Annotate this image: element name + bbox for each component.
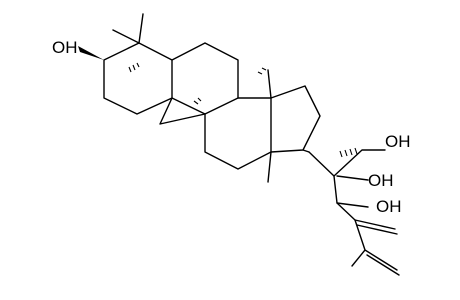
cyclopropane [159, 97, 206, 125]
c22-oh-bond [336, 175, 369, 181]
ring-d [270, 85, 321, 153]
oh-c3-label: OH [52, 38, 78, 57]
methyl-c13 [267, 151, 272, 183]
oh-side-low-label: OH [376, 197, 402, 216]
ring-a [103, 42, 173, 115]
hashed-bonds [128, 62, 386, 177]
oh-side-mid-label: OH [368, 171, 394, 190]
c23-oh-bond [336, 202, 369, 208]
c3-oh-wedge [78, 46, 104, 60]
c17-c20-bond [302, 149, 310, 153]
ring-b [171, 42, 239, 115]
ring-c [204, 97, 272, 170]
oh-side-top-label: OH [385, 132, 411, 151]
isopropenyl [351, 219, 400, 276]
methyl-c14 [267, 69, 272, 99]
side-chain [308, 151, 396, 230]
skeleton-bonds [103, 13, 400, 276]
methylidene-double [356, 224, 398, 235]
gem-dimethyl-c4 [112, 13, 144, 44]
